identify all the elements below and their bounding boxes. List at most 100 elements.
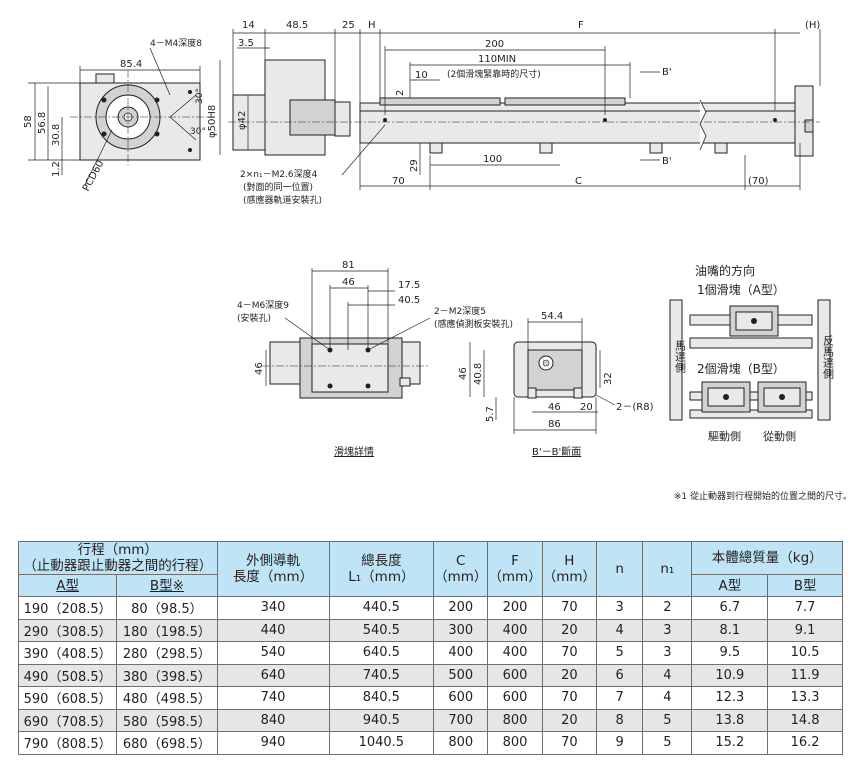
- slider-note-m2-2: (感應偵測板安裝孔): [434, 318, 513, 330]
- note-two-sliders: (2個滑塊緊靠時的尺寸): [447, 68, 541, 80]
- table-cell: 280（298.5）: [116, 641, 218, 665]
- header-total-line1: 總長度: [361, 553, 402, 569]
- table-cell: 20: [541, 663, 598, 687]
- table-cell: 3: [596, 596, 644, 620]
- table-cell: 740: [216, 686, 330, 710]
- table-cell: 70: [541, 596, 598, 620]
- slider-caption: 滑塊詳情: [334, 445, 374, 458]
- table-cell: 5: [642, 731, 693, 755]
- table-cell: 200: [433, 596, 489, 620]
- slider-dim-46-vertical: 46: [254, 362, 265, 375]
- header-type-b: B型※: [116, 574, 218, 597]
- table-cell: 700: [433, 708, 489, 732]
- table-cell: 8.1: [691, 618, 769, 642]
- table-cell: 6: [596, 663, 644, 687]
- table-cell: 4: [642, 663, 693, 687]
- table-cell: 440: [216, 618, 330, 642]
- nozzle-drive-side: 驅動側: [708, 429, 741, 443]
- table-cell: 20: [541, 708, 598, 732]
- table-header-row-2: A型 B型※ A型 B型: [17, 574, 843, 597]
- section-dim-5-7: 5.7: [485, 406, 496, 422]
- header-h: H （mm）: [541, 541, 598, 597]
- table-cell: 790（808.5）: [17, 731, 118, 755]
- dim-30-8: 30.8: [51, 124, 62, 146]
- dim-100: 100: [483, 154, 502, 165]
- dim-200: 200: [485, 39, 504, 50]
- section-dim-86: 86: [548, 419, 561, 430]
- table-cell: 8: [596, 708, 644, 732]
- dim-3-5: 3.5: [238, 38, 254, 49]
- table-cell: 740.5: [328, 663, 435, 687]
- dim-10: 10: [415, 70, 428, 81]
- dim-85-4: 85.4: [120, 59, 142, 70]
- header-stroke: 行程（mm） （止動器跟止動器之間的行程）: [18, 541, 218, 575]
- header-rail-line2: 長度（mm）: [232, 569, 314, 585]
- table-cell: 1040.5: [328, 731, 435, 755]
- note-m26-line3: (感應器軌道安裝孔): [243, 194, 322, 206]
- dim-48-5: 48.5: [286, 20, 308, 31]
- table-cell: 800: [487, 731, 543, 755]
- table-cell: 440.5: [328, 596, 435, 620]
- dim-58: 58: [23, 115, 34, 128]
- actuator-side-view: [219, 29, 821, 190]
- section-b-view: [469, 318, 616, 434]
- dim-angle-30-top: 30°: [195, 88, 205, 104]
- table-cell: 70: [541, 731, 598, 755]
- section-dim-32: 32: [603, 372, 614, 385]
- slider-dim-81: 81: [342, 260, 355, 271]
- dim-2: 2: [395, 90, 406, 96]
- table-cell: 80（98.5）: [116, 596, 218, 620]
- header-type-a-label: A型: [56, 577, 80, 594]
- header-mass: 本體總質量（kg）: [691, 541, 843, 575]
- table-cell: 200: [487, 596, 543, 620]
- note-m26-line1: 2×n₁－M2.6深度4: [240, 168, 318, 180]
- nozzle-anti-motor-side: 反馬達側: [822, 335, 835, 379]
- table-cell: 390（408.5）: [17, 641, 118, 665]
- table-cell: 2: [642, 596, 693, 620]
- slider-dim-17-5: 17.5: [398, 280, 420, 291]
- dim-c: C: [575, 176, 582, 187]
- table-cell: 10.5: [767, 641, 843, 665]
- table-cell: 3: [642, 618, 693, 642]
- table-cell: 600: [487, 663, 543, 687]
- table-cell: 10.9: [691, 663, 769, 687]
- table-cell: 12.3: [691, 686, 769, 710]
- header-stroke-line1: 行程（mm）: [77, 542, 158, 558]
- table-cell: 20: [541, 618, 598, 642]
- table-cell: 70: [541, 686, 598, 710]
- header-h-line1: H: [564, 553, 575, 569]
- table-cell: 16.2: [767, 731, 843, 755]
- table-cell: 5: [596, 641, 644, 665]
- slider-dim-40-5: 40.5: [398, 295, 420, 306]
- dim-phi50: φ50H8: [207, 105, 218, 138]
- header-c: C （mm）: [433, 541, 489, 597]
- header-type-b-label: B型※: [149, 577, 184, 594]
- dim-f: F: [578, 20, 584, 31]
- nozzle-orientation-diagram: [669, 299, 831, 421]
- section-caption: B'－B'斷面: [532, 445, 581, 458]
- table-cell: 640: [216, 663, 330, 687]
- header-mass-b: B型: [767, 574, 843, 597]
- nozzle-motor-side: 馬達側: [674, 340, 687, 373]
- table-cell: 800: [487, 708, 543, 732]
- table-cell: 690（708.5）: [17, 708, 118, 732]
- header-n: n: [596, 541, 644, 597]
- header-n1: n₁: [642, 541, 693, 597]
- section-mark-b-bottom: B': [662, 156, 672, 167]
- header-f-line1: F: [511, 553, 519, 569]
- dim-110min: 110MIN: [478, 54, 516, 65]
- section-mark-b-top: B': [662, 67, 672, 78]
- slider-note-m6-1: 4－M6深度9: [237, 299, 289, 311]
- footnote: ※1 從止動器到行程開始的位置之間的尺寸。: [673, 492, 852, 502]
- table-cell: 340: [216, 596, 330, 620]
- table-cell: 11.9: [767, 663, 843, 687]
- table-cell: 290（308.5）: [17, 618, 118, 642]
- table-cell: 9.1: [767, 618, 843, 642]
- table-cell: 400: [487, 641, 543, 665]
- section-dim-54-4: 54.4: [541, 311, 563, 322]
- table-cell: 13.3: [767, 686, 843, 710]
